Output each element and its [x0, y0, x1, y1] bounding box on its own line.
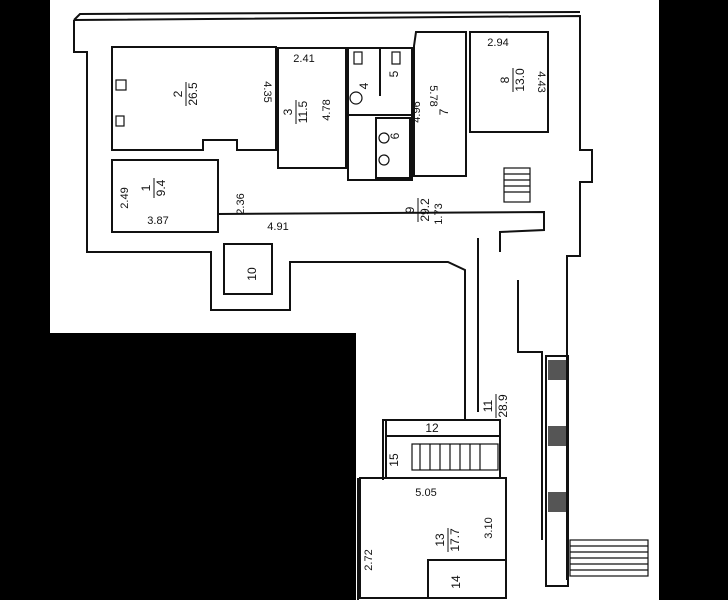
- dim-2-49: 2.49: [119, 187, 131, 208]
- dim-1-73: 1.73: [433, 203, 445, 224]
- room-14-number: 14: [449, 575, 463, 589]
- stairs: [411, 167, 649, 577]
- room-5-number: 5: [387, 70, 401, 77]
- dim-5-05: 5.05: [415, 487, 436, 499]
- room-1-area: 9.4: [154, 179, 168, 196]
- dim-3-87: 3.87: [147, 215, 168, 227]
- room-6-number: 6: [388, 132, 402, 139]
- room-3-area: 11.5: [296, 100, 310, 123]
- room-9-label: 9 29.2: [403, 198, 432, 222]
- dim-4-91: 4.91: [267, 221, 288, 233]
- dim-2-41: 2.41: [293, 53, 314, 65]
- room-4-number: 4: [357, 82, 371, 89]
- outer-walls: [73, 11, 593, 600]
- room-12-number: 12: [425, 421, 439, 435]
- fixtures: [115, 51, 401, 166]
- redaction-block: [50, 333, 356, 600]
- room-11-label: 11 28.9: [481, 394, 510, 418]
- room-9-number: 9: [403, 206, 417, 213]
- dim-4-78: 4.78: [321, 99, 333, 120]
- hatched-columns: [548, 360, 566, 512]
- dim-2-94: 2.94: [487, 37, 508, 49]
- room-8-label: 8 13.0: [498, 68, 527, 92]
- dim-3-10: 3.10: [483, 517, 495, 538]
- room-2-area: 26.5: [186, 82, 200, 106]
- room-13-number: 13: [433, 533, 447, 547]
- room-8-area: 13.0: [513, 68, 527, 92]
- room-1-label: 1 9.4: [139, 178, 168, 198]
- room-1-number: 1: [139, 184, 153, 191]
- room-9-area: 29.2: [418, 198, 432, 222]
- room-11-number: 11: [481, 399, 495, 412]
- interior-walls: [111, 31, 569, 599]
- room-2-label: 2 26.5: [171, 82, 200, 106]
- room-11-area: 28.9: [496, 394, 510, 418]
- dim-4-96: 4.96: [411, 101, 423, 122]
- room-2-number: 2: [171, 90, 185, 97]
- dim-4-43: 4.43: [535, 71, 547, 92]
- dimension-labels: 2.41 4.35 4.78 5.78 4.96 2.94 4.43 2.49 …: [119, 37, 547, 571]
- room-labels: 2 26.5 3 11.5 4 5 6 7 8 13.0 1 9.4 9: [139, 68, 527, 589]
- room-3-number: 3: [281, 108, 295, 115]
- room-13-area: 17.7: [448, 528, 462, 552]
- room-3-label: 3 11.5: [281, 100, 310, 124]
- room-13-label: 13 17.7: [433, 528, 462, 552]
- dim-4-35: 4.35: [261, 81, 273, 102]
- dim-5-78: 5.78: [427, 85, 439, 106]
- dim-2-36: 2.36: [235, 193, 247, 214]
- room-15-number: 15: [387, 453, 401, 467]
- room-10-number: 10: [245, 267, 259, 281]
- room-8-number: 8: [498, 76, 512, 83]
- room-7-number: 7: [437, 108, 451, 115]
- dim-2-72: 2.72: [363, 549, 375, 570]
